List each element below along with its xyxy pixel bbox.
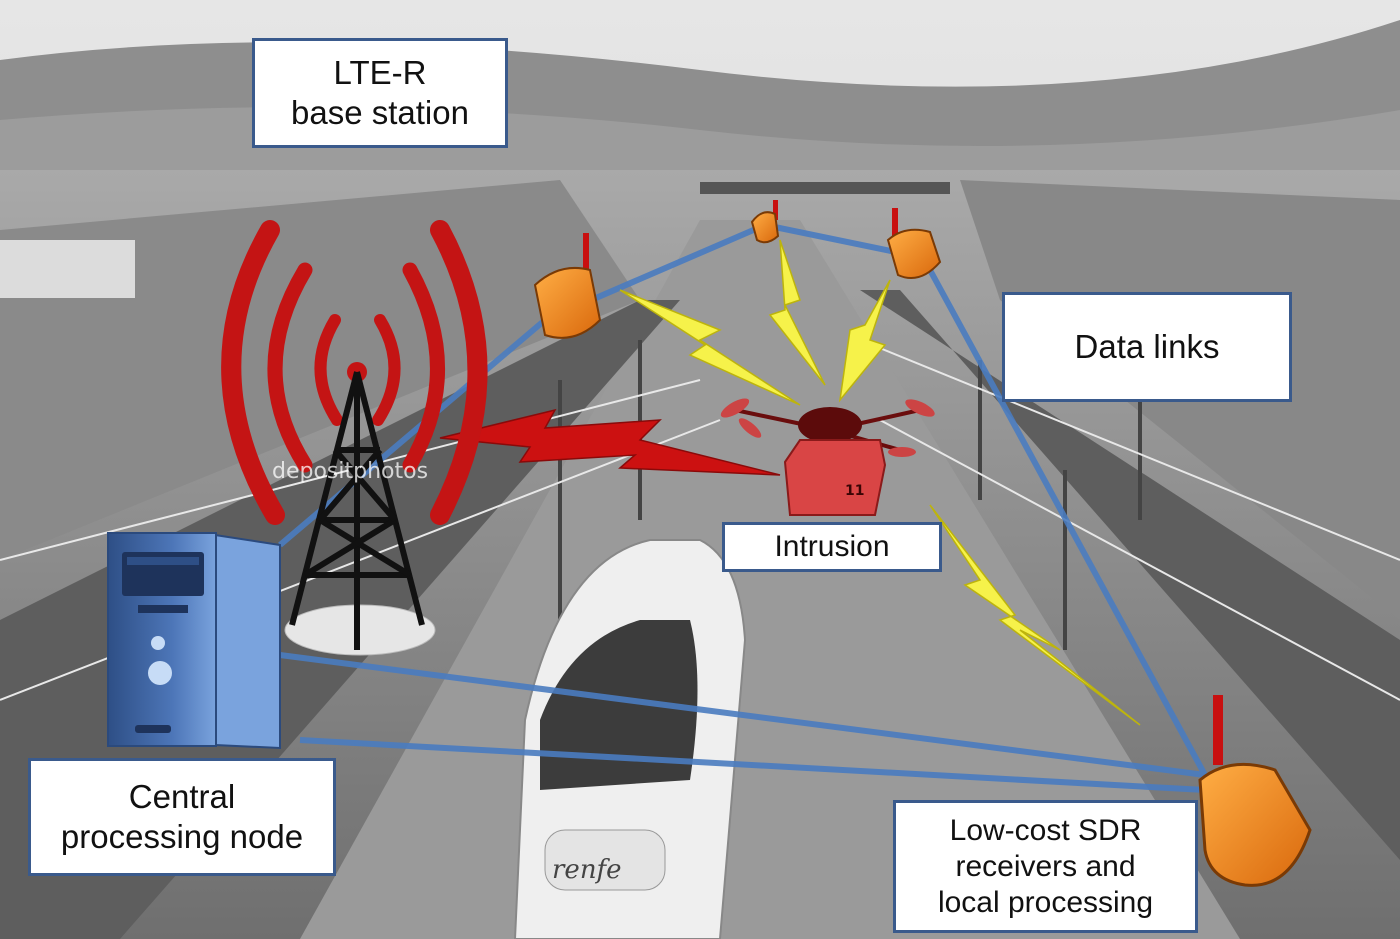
intrusion-label-text: Intrusion xyxy=(774,530,890,563)
central-node-label: Central processing node xyxy=(28,758,336,876)
computer-tower-icon xyxy=(107,532,281,750)
data-links-label: Data links xyxy=(1002,292,1292,402)
watermark-text: depositphotos xyxy=(272,459,428,484)
base-station-label-text: LTE-R base station xyxy=(291,54,469,131)
sdr-receiver-icon xyxy=(1198,695,1312,887)
sdr-receivers xyxy=(533,200,1312,887)
data-links-label-text: Data links xyxy=(1074,328,1220,366)
intrusion-label: Intrusion xyxy=(722,522,942,572)
base-station-label: LTE-R base station xyxy=(252,38,508,148)
drone-icon: 11 xyxy=(720,398,935,516)
sdr-receivers-label-text: Low-cost SDR receivers and local process… xyxy=(937,813,1154,919)
train: renfe xyxy=(513,539,747,939)
sdr-receiver-icon xyxy=(886,208,942,279)
package-marks: 11 xyxy=(845,483,864,499)
sdr-receivers-label: Low-cost SDR receivers and local process… xyxy=(893,800,1198,933)
central-node-label-text: Central processing node xyxy=(60,778,304,855)
lightning-bolts xyxy=(619,239,1141,726)
signal-bolt xyxy=(439,408,781,476)
sdr-receiver-icon xyxy=(750,200,780,244)
cell-tower-icon: depositphotos xyxy=(221,220,488,656)
sdr-receiver-icon xyxy=(533,233,602,339)
train-logo: renfe xyxy=(552,855,622,885)
